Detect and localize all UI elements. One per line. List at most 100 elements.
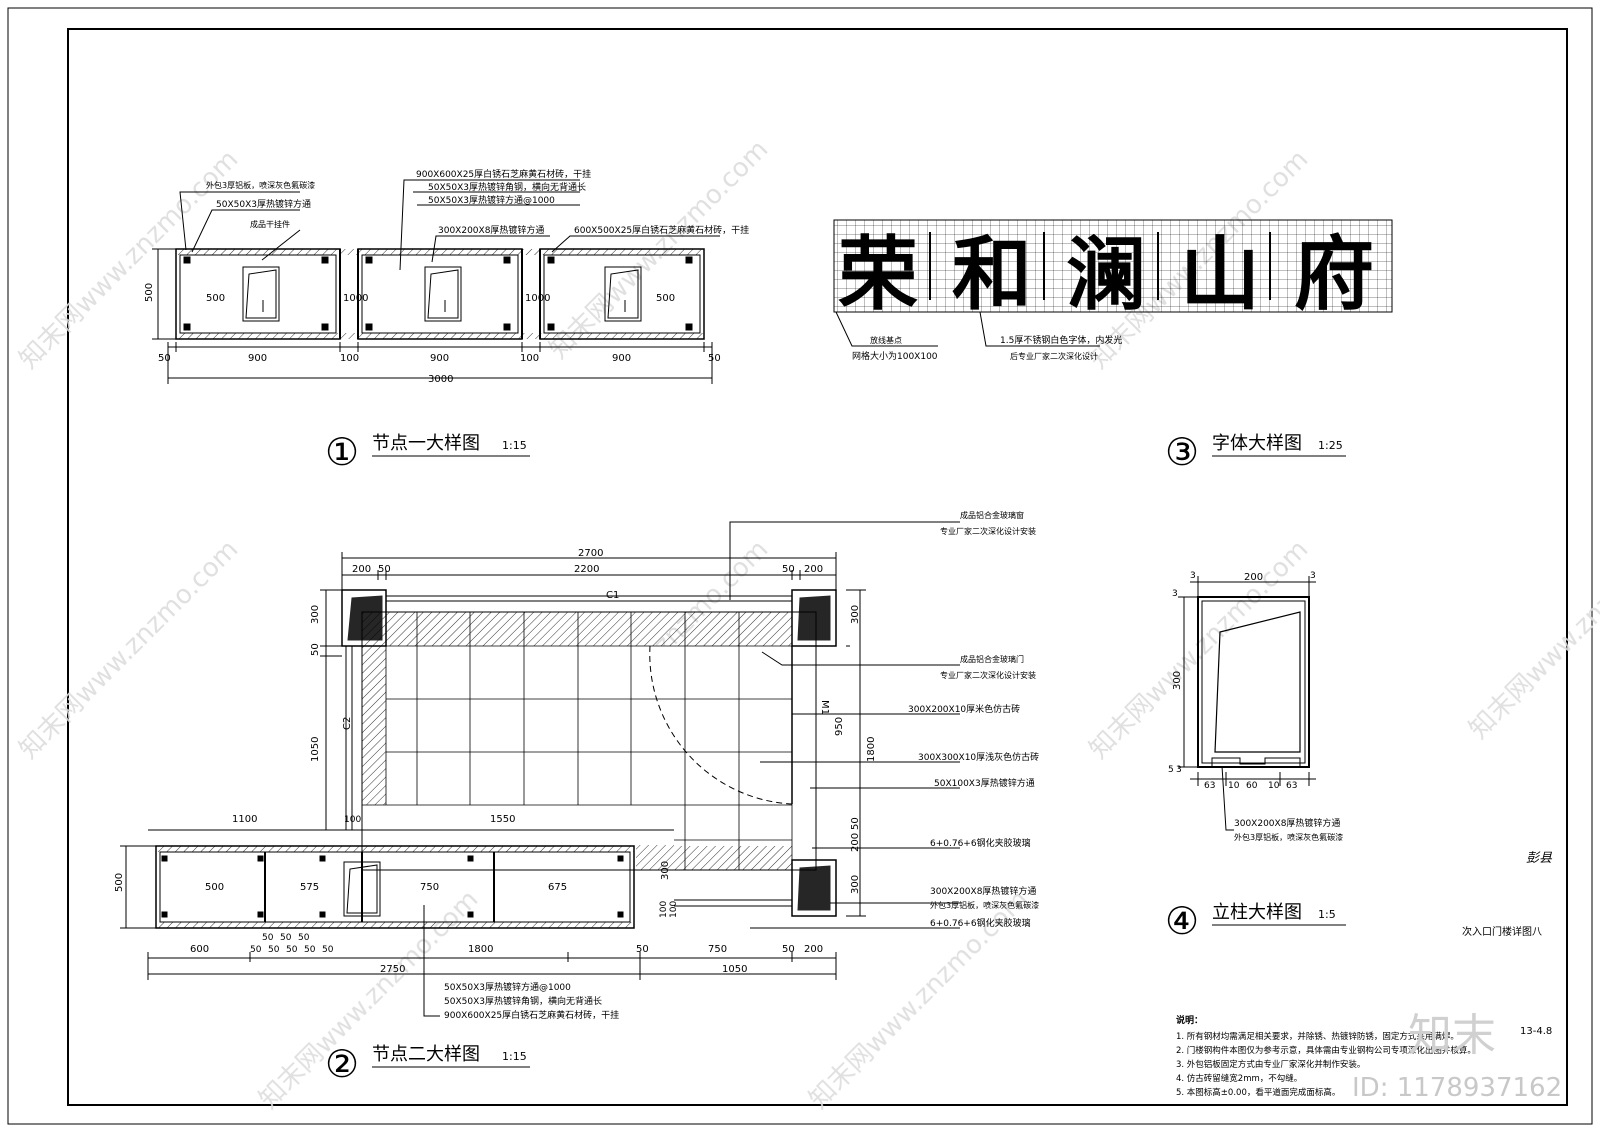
dim-50: 50	[378, 564, 391, 575]
low-dim-675: 675	[548, 882, 567, 893]
dim-3: 3	[1190, 571, 1196, 581]
brand-logo: 知末	[1408, 1010, 1496, 1061]
tube	[424, 266, 462, 322]
dim-900: 900	[612, 353, 631, 364]
dim-1050: 1050	[722, 964, 747, 975]
signature: 彭县	[1526, 851, 1553, 866]
sign-char-2: 和	[952, 227, 1032, 321]
dim-1100: 1100	[232, 814, 257, 825]
door-swing	[649, 645, 793, 805]
note-angle-steel: 50X50X3厚热镀锌角钢，横向无背通长	[428, 181, 586, 193]
inner-paving-border	[361, 611, 817, 871]
note-tube-50x100: 50X100X3厚热镀锌方通	[934, 777, 1035, 789]
note-item-5: 5. 本图标高±0.00，看平道面完成面标高。	[1176, 1087, 1340, 1098]
note-letters-deepening: 后专业厂家二次深化设计	[1010, 351, 1098, 361]
dim-63: 63	[1204, 781, 1215, 791]
dim-200: 200	[352, 564, 371, 575]
note-tile-300x300: 300X300X10厚浅灰色仿古砖	[918, 751, 1039, 763]
outer-border	[7, 7, 1593, 1125]
note-door-install: 专业厂家二次深化设计安装	[940, 670, 1036, 680]
dim-50: 50	[310, 643, 321, 656]
dim-1550: 1550	[490, 814, 515, 825]
note-dry-hanger: 成品干挂件	[250, 219, 290, 229]
font-grid	[833, 219, 1393, 313]
note-window-install: 专业厂家二次深化设计安装	[940, 526, 1036, 536]
dim-100: 100	[344, 815, 361, 825]
low-dim-height-500: 500	[114, 873, 125, 892]
dim-50: 50	[304, 945, 316, 955]
watermark-text: 知末网www.znzmo.com	[14, 144, 245, 375]
dim-900: 900	[430, 353, 449, 364]
label-c2: C2	[342, 717, 353, 730]
dim-2200: 2200	[574, 564, 599, 575]
note-aluminum-cladding: 外包3厚铝板，喷深灰色氟碳漆	[930, 900, 1039, 910]
dim-50: 50	[636, 944, 649, 955]
dim-200: 200	[1244, 572, 1263, 583]
watermark-text: 知末网www.znzmo.com	[1084, 534, 1315, 765]
dim-100-low-b: 100	[669, 901, 679, 918]
dim-50: 50	[850, 817, 861, 830]
note-angle-steel: 50X50X3厚热镀锌角钢，横向无背通长	[444, 995, 602, 1007]
inner-dim-500: 500	[206, 293, 225, 304]
dim-600: 600	[190, 944, 209, 955]
note-stone-600: 600X500X25厚白锈石芝麻黄石材砖，干挂	[574, 224, 749, 236]
note-tube-300x200: 300X200X8厚热镀锌方通	[930, 885, 1036, 897]
sign-characters: 荣 和 澜 山 府	[838, 227, 1374, 321]
tile-field-right	[674, 646, 792, 846]
detail-1-scale: 1:15	[502, 439, 527, 452]
note-tube-1000: 50X50X3厚热镀锌方通@1000	[444, 981, 571, 993]
dim-3: 3	[1172, 589, 1178, 599]
dim-height-500: 500	[144, 283, 155, 302]
image-id: ID: 1178937162	[1352, 1073, 1562, 1103]
dim-300-mid: 300	[660, 861, 671, 880]
detail-4-scale: 1:5	[1318, 908, 1336, 921]
dim-100: 100	[520, 353, 539, 364]
dim-900: 900	[248, 353, 267, 364]
watermark-text: 知末网www.znzmo.com	[1464, 514, 1600, 745]
note-base-point: 放线基点	[870, 335, 902, 345]
note-grid-size: 网格大小为100X100	[852, 350, 938, 362]
note-steel-letters: 1.5厚不锈钢白色字体，内发光	[1000, 334, 1122, 346]
note-window-product: 成品铝合金玻璃窗	[960, 510, 1024, 520]
hatch-strip	[176, 333, 704, 339]
low-dim-750: 750	[420, 882, 439, 893]
inner-dim-1000: 1000	[343, 293, 368, 304]
watermark-text: 知末网www.znzmo.com	[14, 534, 245, 765]
dim-10: 10	[1268, 781, 1280, 791]
dim-950: 950	[834, 717, 845, 736]
low-dim-575: 575	[300, 882, 319, 893]
dim-10: 10	[1228, 781, 1240, 791]
note-stone-900: 900X600X25厚白锈石芝麻黄石材砖，干挂	[416, 168, 591, 180]
tube	[242, 266, 280, 322]
note-tile-300x200: 300X200X10厚米色仿古砖	[908, 703, 1020, 715]
detail-4-text: 3 200 3 3 300 5 3 63 10 60 10 63 300X200…	[1165, 571, 1346, 943]
note-glass: 6+0.76+6钢化夹胶玻璃	[930, 917, 1031, 929]
column-tr	[791, 589, 837, 647]
dim-50: 50	[782, 944, 795, 955]
dim-63: 63	[1286, 781, 1297, 791]
dim-50: 50	[280, 933, 292, 943]
note-tube-300x200: 300X200X8厚热镀锌方通	[1234, 817, 1340, 829]
detail-1-number: ①	[325, 430, 359, 474]
dim-50: 50	[268, 945, 280, 955]
column-br	[791, 859, 837, 917]
note-item-1: 1. 所有钢材均需满足相关要求，并除锈、热镀锌防锈，固定方式采用满焊。	[1176, 1031, 1459, 1042]
note-item-4: 4. 仿古砖留缝宽2mm，不勾缝。	[1176, 1073, 1302, 1084]
detail-3-font: 荣 和 澜 山 府 放线基点 网格大小为100X100 1.5厚不锈钢白色字体，…	[833, 219, 1393, 474]
sign-char-3: 澜	[1066, 227, 1146, 321]
note-door-product: 成品铝合金玻璃门	[960, 654, 1024, 664]
note-steel-tube: 50X50X3厚热镀锌方通	[216, 198, 311, 210]
detail-3-scale: 1:25	[1318, 439, 1343, 452]
label-m1: M1	[819, 700, 830, 715]
inner-border	[67, 28, 1568, 1106]
inner-dim-1000: 1000	[525, 293, 550, 304]
note-glass: 6+0.76+6钢化夹胶玻璃	[930, 837, 1031, 849]
dim-50: 50	[708, 353, 721, 364]
dim-200: 200	[850, 833, 861, 852]
tube	[604, 266, 642, 322]
detail-1-text: 外包3厚铝板，喷深灰色氟碳漆 50X50X3厚热镀锌方通 成品干挂件 900X6…	[144, 168, 749, 474]
detail-4-number: ④	[1165, 899, 1199, 943]
detail-2-plan	[120, 521, 960, 1017]
dim-5: 5	[1168, 765, 1174, 775]
dim-1050: 1050	[310, 737, 321, 762]
